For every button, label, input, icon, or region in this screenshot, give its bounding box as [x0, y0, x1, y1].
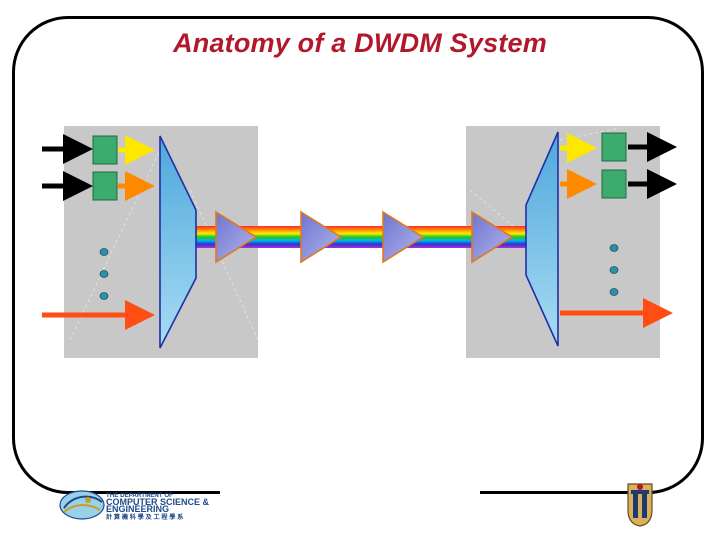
multiplexer [159, 135, 197, 349]
transmitter-2 [92, 171, 118, 201]
department-logo-icon [59, 490, 105, 520]
amplifier-1 [215, 210, 258, 264]
output-ellipsis [609, 244, 619, 296]
hkust-logo-icon [627, 483, 653, 527]
frame-gap-right [330, 488, 480, 506]
amplifier-2 [300, 210, 343, 264]
transmitter-1 [92, 135, 118, 165]
receiver-2 [601, 169, 627, 199]
fiber-link [196, 226, 526, 248]
dept-line-1: THE DEPARTMENT OF [106, 492, 173, 499]
input-ellipsis [99, 248, 109, 300]
dept-line-4: 計 算 機 科 學 及 工 程 學 系 [106, 513, 184, 521]
amplifier-3 [382, 210, 425, 264]
amplifier-group [215, 210, 514, 264]
dept-line-2: COMPUTER SCIENCE & [106, 497, 210, 508]
demultiplexer [525, 131, 559, 347]
receiver-1 [601, 132, 627, 162]
amplifier-4 [471, 210, 514, 264]
slide-title: Anatomy of a DWDM System [173, 28, 547, 58]
department-logo-text: THE DEPARTMENT OF COMPUTER SCIENCE & ENG… [106, 492, 209, 521]
dept-line-3: ENGINEERING [106, 504, 170, 515]
